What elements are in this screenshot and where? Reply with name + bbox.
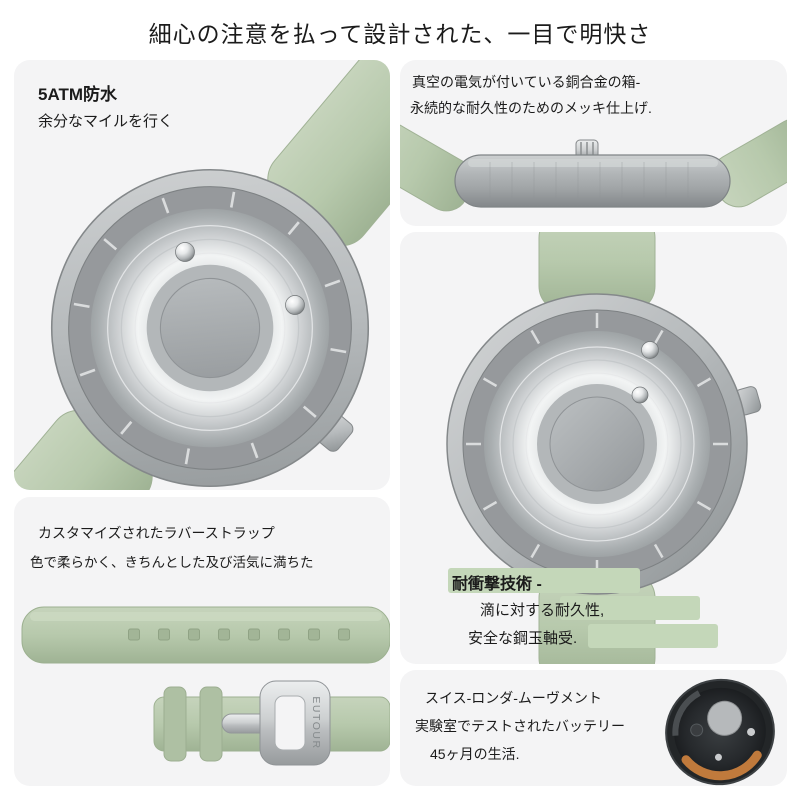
strap-photo: EUTOUR xyxy=(21,606,390,766)
waterproof-heading: 5ATM防水 xyxy=(38,85,118,104)
ball-bearing-icon xyxy=(285,295,305,315)
movement-line-2: 実験室でテストされたバッテリー xyxy=(415,718,625,734)
shock-highlight-bar xyxy=(588,624,718,648)
buckle-brand-text: EUTOUR xyxy=(310,696,322,749)
panel-movement: スイス-ロンダ-ムーヴメント 実験室でテストされたバッテリー 45ヶ月の生活. xyxy=(400,670,787,786)
shock-highlight-bar xyxy=(448,568,640,593)
waterproof-subheading: 余分なマイルを行く xyxy=(38,113,174,130)
buckle-icon: EUTOUR xyxy=(259,680,331,766)
panel-case: 真空の電気が付いている銅合金の箱- 永続的な耐久性のためのメッキ仕上げ. xyxy=(400,60,787,226)
shock-heading: 耐衝撃技術 - xyxy=(452,576,542,593)
shock-line-2: 安全な鋼玉軸受. xyxy=(468,630,578,647)
case-line-1: 真空の電気が付いている銅合金の箱- xyxy=(412,74,641,90)
watch-side-photo xyxy=(400,118,787,212)
shock-line-1: 滴に対する耐久性, xyxy=(480,602,605,619)
strap-line-1: カスタマイズされたラバーストラップ xyxy=(38,525,275,541)
ball-bearing-icon xyxy=(631,386,649,404)
case-line-2: 永続的な耐久性のためのメッキ仕上げ. xyxy=(410,100,652,116)
strap-keeper xyxy=(163,686,187,762)
watch-angled-photo xyxy=(14,60,390,490)
battery-icon xyxy=(707,700,743,736)
strap-holes xyxy=(128,628,350,641)
movement-line-3: 45ヶ月の生活. xyxy=(430,746,520,762)
movement-photo xyxy=(665,678,775,786)
strap-line-2: 色で柔らかく、きちんとした及び活気に満ちた xyxy=(30,555,314,570)
page-title: 細心の注意を払って設計された、一目で明快さ xyxy=(148,21,652,47)
ball-bearing-icon xyxy=(175,242,195,262)
ball-bearing-icon xyxy=(641,341,659,359)
panel-front: 耐衝撃技術 - 滴に対する耐久性, 安全な鋼玉軸受. xyxy=(400,232,787,664)
coil-icon xyxy=(681,750,762,781)
panel-strap: EUTOUR カスタマイズされたラバーストラップ 色で柔らかく、きちんとした及び… xyxy=(14,497,390,786)
panel-waterproof: 5ATM防水 余分なマイルを行く xyxy=(14,60,390,490)
shock-highlight-bar xyxy=(560,596,700,620)
movement-line-1: スイス-ロンダ-ムーヴメント xyxy=(425,690,602,706)
strap-keeper xyxy=(199,686,223,762)
